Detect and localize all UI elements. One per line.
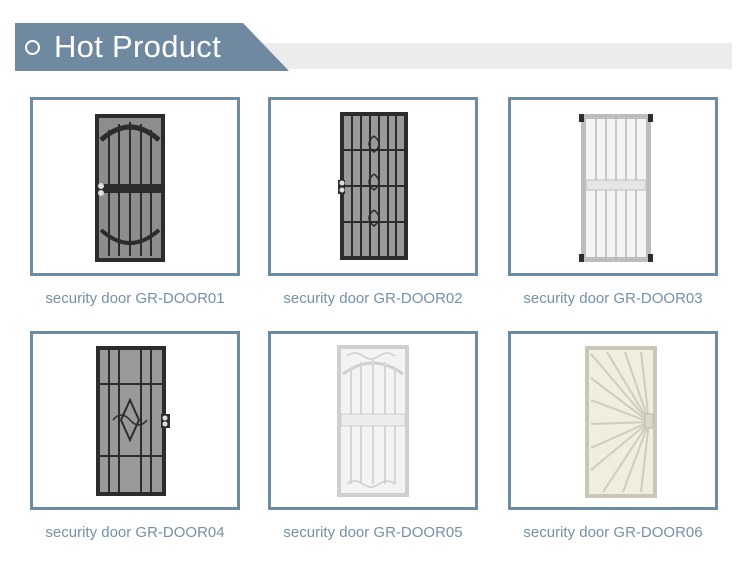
product-image-frame[interactable]	[508, 97, 718, 276]
product-caption[interactable]: security door GR-DOOR04	[45, 524, 225, 541]
white-ornate-security-door-image	[337, 345, 409, 497]
product-caption[interactable]: security door GR-DOOR02	[283, 290, 463, 307]
product-image-frame[interactable]	[268, 97, 478, 276]
product-caption[interactable]: security door GR-DOOR06	[523, 524, 703, 541]
circle-bullet-icon	[25, 40, 40, 55]
product-card-1[interactable]: security door GR-DOOR01	[30, 97, 240, 307]
product-card-2[interactable]: security door GR-DOOR02	[268, 97, 478, 307]
almond-sunburst-security-door-image	[585, 346, 657, 498]
white-bar-security-door-image	[579, 114, 653, 262]
product-card-6[interactable]: security door GR-DOOR06	[508, 331, 718, 541]
product-caption[interactable]: security door GR-DOOR05	[283, 524, 463, 541]
product-image-frame[interactable]	[268, 331, 478, 510]
black-diamond-scroll-security-door-image	[96, 346, 170, 496]
header-title-tab	[15, 23, 289, 71]
product-caption[interactable]: security door GR-DOOR03	[523, 290, 703, 307]
product-caption[interactable]: security door GR-DOOR01	[45, 290, 225, 307]
product-image-frame[interactable]	[508, 331, 718, 510]
product-card-3[interactable]: security door GR-DOOR03	[508, 97, 718, 307]
black-scroll-security-door-image	[338, 112, 408, 260]
section-title: Hot Product	[54, 29, 221, 64]
black-arched-security-door-image	[95, 114, 165, 262]
product-card-5[interactable]: security door GR-DOOR05	[268, 331, 478, 541]
product-image-frame[interactable]	[30, 331, 240, 510]
section-header: Hot Product	[15, 23, 732, 71]
product-image-frame[interactable]	[30, 97, 240, 276]
product-card-4[interactable]: security door GR-DOOR04	[30, 331, 240, 541]
